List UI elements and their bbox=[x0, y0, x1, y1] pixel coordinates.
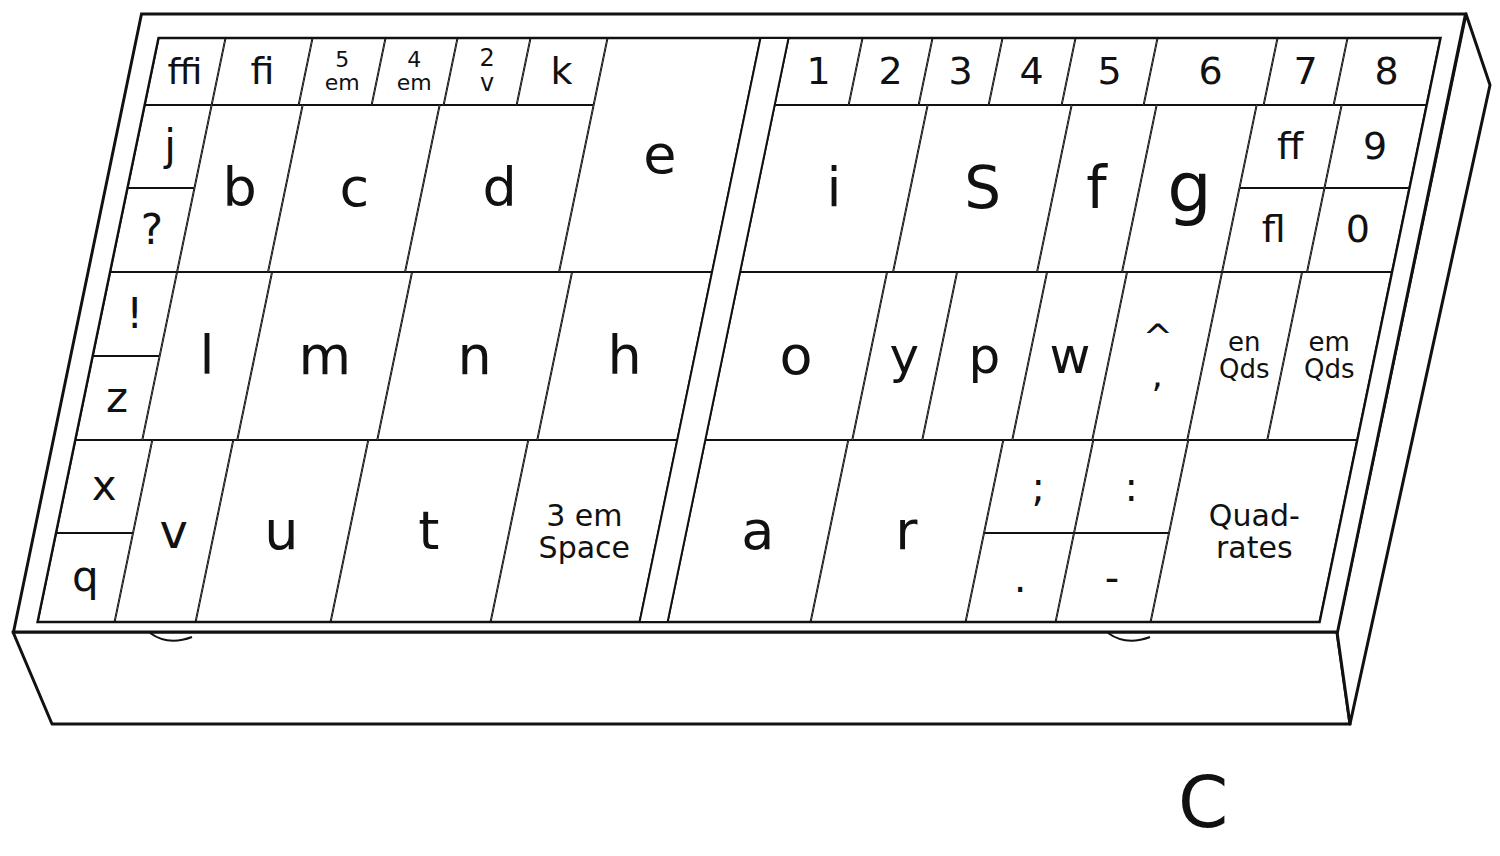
compartment-label: ffi bbox=[168, 53, 203, 91]
type-compartment: fi bbox=[212, 38, 313, 105]
compartment-label: w bbox=[1049, 330, 1090, 383]
type-compartment: 1 bbox=[775, 38, 863, 105]
compartment-label: ; bbox=[1032, 466, 1045, 508]
compartment-label: q bbox=[72, 555, 99, 599]
case-floor bbox=[38, 38, 1441, 622]
type-compartment: 5 bbox=[1062, 38, 1158, 105]
case-front bbox=[13, 632, 1350, 724]
type-compartment: . bbox=[966, 533, 1074, 622]
compartment-label: 1 bbox=[806, 52, 830, 92]
compartment-label: k bbox=[551, 52, 573, 92]
type-compartment: k bbox=[517, 38, 608, 105]
compartment-label: ^ , bbox=[1143, 318, 1172, 394]
compartment-label: b bbox=[223, 160, 257, 217]
type-compartment: ff bbox=[1239, 105, 1341, 188]
type-case: ffi fi 5 em 4 em 2 v k e 1 2 3 4 5 6 7 8 j b c d i Sfg ff 9? fl… bbox=[0, 0, 1500, 640]
type-compartment: 4 bbox=[989, 38, 1076, 105]
compartment-label: . bbox=[1013, 557, 1026, 599]
compartment-label: : bbox=[1124, 466, 1137, 508]
type-compartment: fl bbox=[1222, 188, 1324, 272]
compartment-label: 0 bbox=[1346, 210, 1370, 250]
compartment-label: ! bbox=[126, 292, 143, 336]
type-compartment: 2 v bbox=[444, 38, 531, 105]
type-compartment: ffi bbox=[145, 38, 226, 105]
figure-letter: C bbox=[1178, 760, 1228, 844]
finger-pull bbox=[150, 633, 192, 641]
compartment-label: 5 em bbox=[324, 48, 359, 94]
compartment-label: en Qds bbox=[1216, 329, 1273, 384]
compartment-label: d bbox=[482, 160, 516, 217]
compartment-label: a bbox=[741, 503, 774, 560]
type-compartment: : bbox=[1074, 440, 1188, 533]
compartment-label: h bbox=[608, 328, 642, 385]
compartment-label: r bbox=[896, 503, 918, 560]
type-compartment: 5 em bbox=[299, 38, 386, 105]
compartment-label: n bbox=[458, 328, 492, 385]
compartment-label: Quad- rates bbox=[1200, 500, 1308, 563]
compartment-label: 7 bbox=[1293, 52, 1317, 92]
compartment-label: 9 bbox=[1363, 127, 1387, 167]
compartment-label: o bbox=[780, 328, 813, 385]
compartment-label: m bbox=[298, 328, 351, 385]
compartment-label: ? bbox=[141, 208, 163, 252]
compartment-label: fi bbox=[250, 52, 274, 92]
type-compartment: 0 bbox=[1307, 188, 1409, 272]
type-compartment: - bbox=[1056, 533, 1169, 622]
compartment-label: c bbox=[339, 160, 369, 217]
compartment-label: x bbox=[92, 464, 117, 508]
compartment-label: 4 em bbox=[397, 48, 432, 94]
compartment-label: j bbox=[164, 124, 176, 168]
compartment-label: t bbox=[419, 503, 440, 560]
type-compartment: ; bbox=[984, 440, 1093, 533]
compartment-label: i bbox=[826, 160, 841, 217]
compartment-label: v bbox=[160, 506, 188, 556]
compartment-label: 8 bbox=[1375, 52, 1399, 92]
compartment-label: f bbox=[1087, 158, 1107, 219]
type-compartment: 3 bbox=[919, 38, 1003, 105]
compartment-label: - bbox=[1105, 557, 1119, 599]
compartment-label: 6 bbox=[1198, 52, 1222, 92]
compartment-label: 3 em Space bbox=[533, 500, 635, 563]
compartment-label: 3 bbox=[948, 52, 972, 92]
compartment-label: 4 bbox=[1020, 52, 1044, 92]
compartment-label: e bbox=[643, 127, 676, 184]
compartment-label: em Qds bbox=[1301, 329, 1358, 384]
type-compartment: 6 bbox=[1144, 38, 1278, 105]
compartment-label: 5 bbox=[1097, 52, 1121, 92]
compartment-label: p bbox=[969, 330, 1001, 383]
finger-pull bbox=[1108, 633, 1150, 641]
type-compartment: 2 bbox=[849, 38, 933, 105]
type-compartment: 8 bbox=[1334, 38, 1441, 105]
compartment-label: S bbox=[964, 158, 1001, 219]
case-rim bbox=[14, 14, 1466, 632]
compartment-label: u bbox=[265, 503, 299, 560]
compartment-label: g bbox=[1167, 152, 1211, 226]
compartment-label: ff bbox=[1277, 127, 1303, 167]
type-compartment: 7 bbox=[1264, 38, 1348, 105]
compartment-label: y bbox=[890, 330, 920, 383]
compartment-label: 2 bbox=[878, 52, 902, 92]
center-bar bbox=[640, 38, 789, 622]
compartment-label: z bbox=[106, 376, 128, 420]
compartment-label: fl bbox=[1261, 210, 1285, 250]
compartment-label: 2 v bbox=[473, 46, 502, 96]
compartment-label: l bbox=[200, 328, 215, 385]
type-compartment: 9 bbox=[1324, 105, 1426, 188]
